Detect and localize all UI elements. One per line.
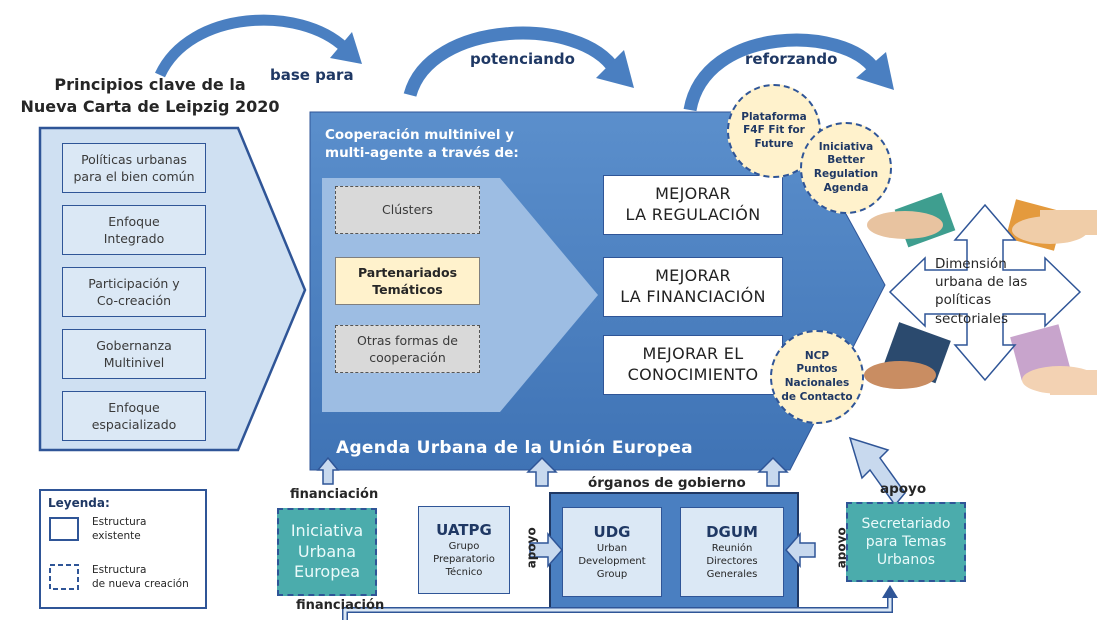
potenciando-arrow <box>403 26 621 98</box>
udg-box: UDG Urban Development Group <box>562 507 662 597</box>
financiacion-bottom-label: financiación <box>296 598 385 613</box>
legend-new-swatch <box>49 564 79 590</box>
apoyo-right-label: apoyo <box>880 481 927 497</box>
reforzando-arrow <box>683 33 881 112</box>
legend-title: Leyenda: <box>48 496 110 510</box>
hands-illustration <box>864 192 1097 395</box>
uatpg-box: UATPG Grupo Preparatorio Técnico <box>418 506 510 594</box>
apoyo-left-label: apoyo <box>524 527 539 569</box>
principles-title: Principios clave de la Nueva Carta de Le… <box>20 75 280 116</box>
base-para-arrow <box>155 14 349 78</box>
clusters-box: Clústers <box>335 186 480 234</box>
financiacion-up-arrow <box>316 456 340 485</box>
legend-existing-swatch <box>49 517 79 541</box>
organos-label: órganos de gobierno <box>588 475 746 491</box>
apoyo-arrow-right <box>848 436 906 507</box>
legend-existing-label: Estructura existente <box>92 516 147 542</box>
base-para-label: base para <box>270 66 354 84</box>
financiacion-top-label: financiación <box>290 487 379 502</box>
eu-urban-agenda-title: Agenda Urbana de la Unión Europea <box>336 438 693 458</box>
potenciando-label: potenciando <box>470 50 575 68</box>
apoyo-arrow-left <box>529 532 563 568</box>
dimension-star <box>888 203 1082 382</box>
organos-up-arrow-2 <box>757 456 789 487</box>
organos-up-arrow-1 <box>526 456 558 487</box>
dimension-text: Dimensión urbana de las políticas sector… <box>935 256 1028 327</box>
legend-new-label: Estructura de nueva creación <box>92 564 189 590</box>
apoyo-arrow-mid <box>785 532 816 568</box>
reforzando-label: reforzando <box>745 50 838 68</box>
main-heading: Cooperación multinivel y multi-agente a … <box>325 127 519 161</box>
dgum-box: DGUM Reunión Directores Generales <box>680 507 784 597</box>
